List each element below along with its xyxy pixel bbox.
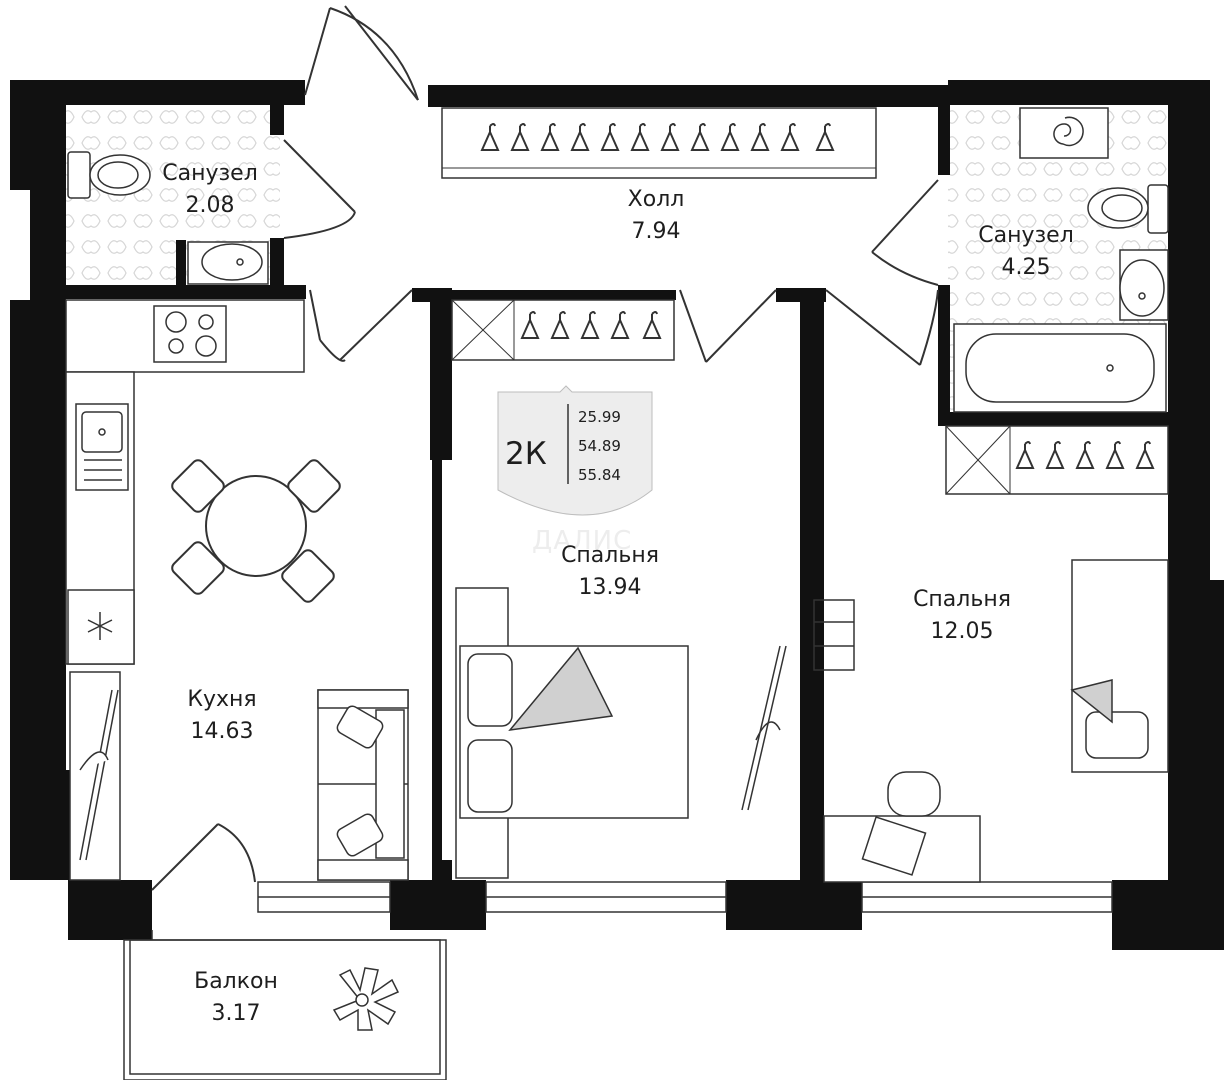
area-total: 54.89 (578, 437, 621, 455)
room-area: 12.05 (930, 619, 994, 644)
bedroom2-rack (813, 599, 855, 671)
room-area: 14.63 (190, 719, 254, 744)
room-name: Балкон (194, 969, 278, 994)
area-living: 25.99 (578, 408, 621, 426)
bedroom1-wardrobe (451, 299, 675, 361)
cooktop-icon (165, 311, 217, 357)
room-name: Спальня (913, 587, 1011, 612)
room-name: Холл (627, 187, 685, 212)
room-area: 4.25 (1001, 255, 1051, 280)
kitchen-sofa (317, 689, 409, 881)
room-label-wc2: Санузел 4.25 (978, 220, 1074, 284)
walls (10, 80, 1224, 950)
windows (257, 881, 1113, 913)
room-area: 13.94 (578, 575, 642, 600)
plant-icon (332, 967, 400, 1031)
watermark: ДАЛИС (532, 526, 633, 556)
double-bed (455, 587, 689, 879)
apartment-type-code: 2К (505, 436, 547, 472)
bedroom1-window-door (741, 645, 787, 811)
toilet-icon-2 (1087, 184, 1169, 234)
sink-icon-2 (1119, 249, 1169, 321)
apartment-badge (497, 385, 653, 516)
single-bed (1070, 559, 1169, 773)
kitchen-sink-icon (75, 403, 129, 491)
sink-icon (187, 241, 269, 285)
room-label-bedroom2: Спальня 12.05 (913, 584, 1011, 648)
room-name: Спальня (561, 543, 659, 568)
area-with-balcony: 55.84 (578, 466, 621, 484)
room-label-balcony: Балкон 3.17 (194, 966, 278, 1030)
hall-wardrobe (441, 107, 877, 179)
room-name: Кухня (187, 687, 257, 712)
room-label-hall: Холл 7.94 (628, 184, 685, 248)
room-label-wc1: Санузел 2.08 (162, 158, 258, 222)
room-name: Санузел (162, 161, 258, 186)
room-label-bedroom1: Спальня 13.94 (561, 540, 659, 604)
dining-table (171, 459, 341, 603)
toilet-icon (67, 151, 151, 199)
room-label-kitchen: Кухня 14.63 (187, 684, 256, 748)
room-area: 2.08 (185, 193, 235, 218)
kitchen-window-door (69, 671, 121, 881)
doors (151, 5, 939, 891)
fridge-icon (67, 589, 135, 665)
balcony-outline (123, 930, 447, 1080)
room-area: 3.17 (211, 1001, 261, 1026)
desk (823, 771, 981, 883)
washing-machine-icon (1019, 107, 1109, 159)
bathtub-icon (953, 323, 1167, 413)
room-name: Санузел (978, 223, 1074, 248)
room-area: 7.94 (631, 219, 681, 244)
bedroom2-wardrobe (945, 425, 1169, 495)
